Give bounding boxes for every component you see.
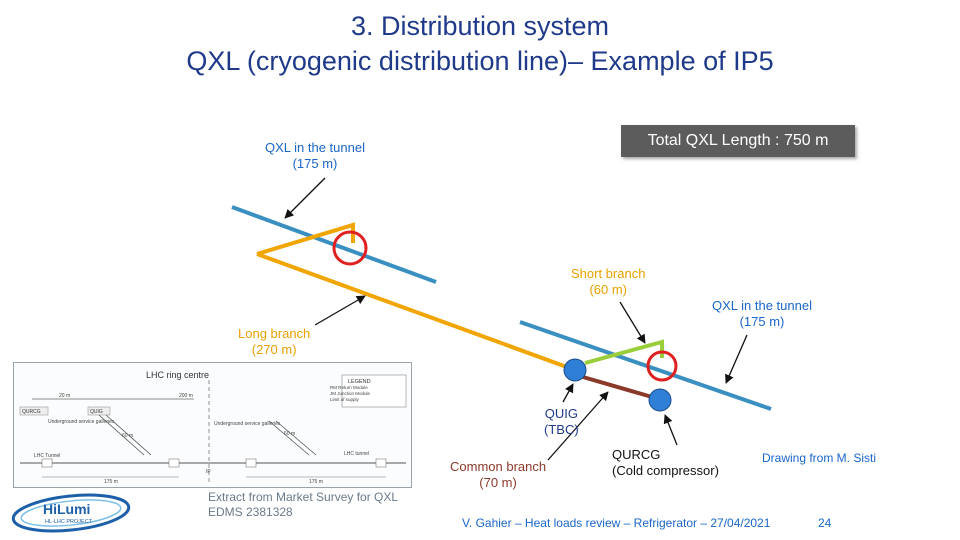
survey-distance: 200 m (179, 393, 193, 399)
survey-area: LHC Tunnel (34, 453, 60, 459)
logo-name: HiLumi (43, 501, 90, 517)
drawing-credit: Drawing from M. Sisti (762, 451, 877, 465)
survey-distance: 20 m (59, 393, 70, 399)
survey-legend-item: JM Junction Module (330, 391, 371, 396)
arrow-qxl-right (725, 334, 748, 384)
long-branch-line (256, 252, 576, 372)
qurcg-node (648, 388, 672, 412)
slide-title-line2: QXL (cryogenic distribution line)– Examp… (186, 46, 774, 76)
market-survey-drawing: LHC ring centre LEGEND RM Return Module … (13, 362, 412, 488)
label-qurcg: QURCG (Cold compressor) (612, 447, 719, 478)
hilumi-logo-svg: HiLumi HL-LHC PROJECT (11, 493, 131, 533)
junction-circle-left (332, 230, 368, 266)
slide-title-line1: 3. Distribution system (350, 11, 610, 41)
survey-legend-title: LEGEND (348, 379, 371, 385)
survey-area: Underground service galleries (48, 419, 115, 425)
label-long-branch: Long branch (270 m) (238, 326, 311, 357)
junction-circle-right (646, 350, 678, 382)
arrow-common-branch (547, 391, 609, 461)
label-qxl-tunnel-left: QXL in the tunnel (175 m) (265, 140, 365, 171)
tunnel-line-right (519, 320, 772, 411)
market-survey-svg: LHC ring centre LEGEND RM Return Module … (19, 370, 407, 485)
arrow-qurcg (663, 414, 678, 446)
total-length-box: Total QXL Length : 750 m (621, 125, 855, 157)
survey-tag: QUIG (90, 409, 103, 415)
survey-distance: 175 m (104, 479, 118, 485)
survey-legend-item: Limit of supply (330, 397, 360, 402)
label-quig: QUIG (TBC) (544, 406, 579, 437)
quig-node (563, 358, 587, 382)
arrow-qxl-left (284, 177, 326, 219)
label-short-branch: Short branch (60 m) (571, 266, 646, 297)
label-common-branch: Common branch (70 m) (450, 459, 547, 490)
hilumi-logo: HiLumi HL-LHC PROJECT (9, 492, 133, 534)
survey-distance: 175 m (309, 479, 323, 485)
label-qxl-tunnel-right: QXL in the tunnel (175 m) (712, 298, 812, 329)
arrow-long-branch (314, 295, 366, 326)
survey-title: LHC ring centre (146, 370, 209, 380)
survey-tag: QURCG (22, 409, 41, 415)
survey-tag: IP (206, 469, 211, 475)
extract-note: Extract from Market Survey for QXL EDMS … (208, 490, 399, 519)
logo-subtitle: HL-LHC PROJECT (45, 519, 93, 525)
long-branch-stub (256, 222, 355, 256)
survey-distance: 60 m (122, 433, 133, 439)
footer-text: V. Gahier – Heat loads review – Refriger… (462, 516, 771, 530)
common-branch-line (582, 375, 653, 399)
survey-area: LHC tunnel (344, 451, 369, 457)
survey-area: Underground service galleries (214, 421, 281, 427)
survey-distance: 60 m (284, 431, 295, 437)
arrow-quig (562, 383, 574, 403)
arrow-short-branch (619, 301, 646, 344)
page-number: 24 (818, 516, 832, 530)
survey-legend-item: RM Return Module (330, 385, 368, 390)
